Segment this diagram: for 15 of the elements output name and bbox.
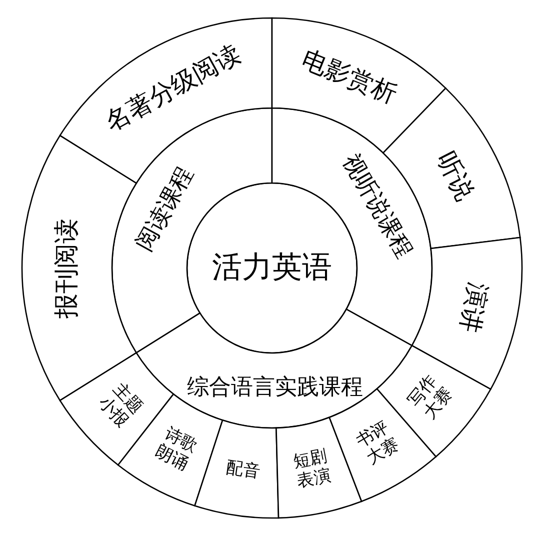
segment-label: 配音: [223, 458, 262, 484]
segment-label: 听说: [430, 146, 482, 207]
segment-label: 名著分级阅读: [98, 38, 246, 139]
segment-label: 综合语言实践课程: [186, 375, 364, 401]
segment-label: 诗歌朗诵: [150, 422, 202, 476]
segment-label: 主题小报: [93, 378, 148, 433]
segment-label: 演讲: [454, 278, 494, 336]
segment-label: 写作大赛: [404, 370, 458, 424]
segment-label: 短剧表演: [290, 446, 334, 492]
segment-label: 报刊阅读: [52, 216, 82, 320]
segment-label: 电影赏析: [296, 44, 402, 112]
segment-label: 视听说课程: [336, 148, 418, 264]
segment-label: 活力英语: [211, 250, 333, 285]
segment-label: 书评大赛: [351, 416, 403, 471]
segment-label: 阅读课程: [130, 161, 200, 258]
